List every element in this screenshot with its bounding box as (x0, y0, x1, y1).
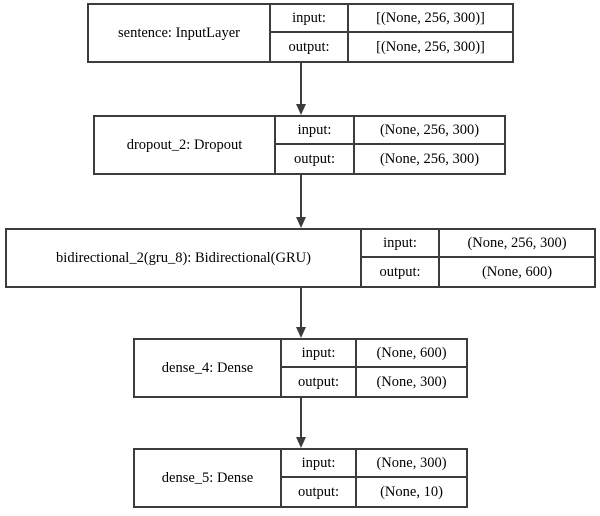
edge-arrowhead (295, 217, 306, 228)
edge-stem (300, 398, 302, 437)
node-dense-4-output-shape: (None, 300) (376, 373, 447, 390)
node-dense-4-output-row: output: (None, 300) (282, 368, 466, 396)
node-sentence-io: input: [(None, 256, 300)] output: [(None… (269, 5, 512, 61)
node-dense-5-label: dense_5: Dense (161, 469, 254, 486)
node-dense-5: dense_5: Dense input: (None, 300) output… (133, 448, 468, 508)
node-dropout-2: dropout_2: Dropout input: (None, 256, 30… (93, 115, 506, 175)
node-sentence: sentence: InputLayer input: [(None, 256,… (87, 3, 514, 63)
node-dense-5-input-row: input: (None, 300) (282, 450, 466, 478)
input-label: input: (276, 117, 355, 143)
input-label: input: (282, 450, 357, 476)
node-bidirectional-2-input-row: input: (None, 256, 300) (362, 230, 594, 258)
node-dropout-2-input-shape: (None, 256, 300) (379, 121, 480, 138)
node-bidirectional-2-label: bidirectional_2(gru_8): Bidirectional(GR… (56, 249, 311, 266)
edge-arrowhead (295, 327, 306, 338)
node-dense-5-input-shape: (None, 300) (376, 454, 447, 471)
node-sentence-output-shape: [(None, 256, 300)] (376, 38, 485, 55)
node-dense-5-io: input: (None, 300) output: (None, 10) (280, 450, 466, 506)
input-label: input: (282, 340, 357, 366)
input-label: input: (271, 5, 349, 31)
input-label: input: (362, 230, 440, 256)
edge-stem (300, 63, 302, 104)
edge-dense-4-to-dense-5 (290, 398, 312, 448)
node-dense-4-label: dense_4: Dense (161, 359, 254, 376)
edge-dropout-2-to-bidirectional-2 (290, 175, 312, 228)
node-dropout-2-output-shape: (None, 256, 300) (379, 150, 480, 167)
node-sentence-input-shape: [(None, 256, 300)] (376, 9, 485, 26)
node-dense-4-input-row: input: (None, 600) (282, 340, 466, 368)
edge-stem (300, 288, 302, 327)
output-label: output: (362, 258, 440, 286)
output-label: output: (282, 368, 357, 396)
edge-arrowhead (295, 104, 306, 115)
node-sentence-input-row: input: [(None, 256, 300)] (271, 5, 512, 33)
node-dense-4: dense_4: Dense input: (None, 600) output… (133, 338, 468, 398)
output-label: output: (276, 145, 355, 173)
node-sentence-label: sentence: InputLayer (118, 24, 240, 41)
edge-stem (300, 175, 302, 217)
node-bidirectional-2-output-shape: (None, 600) (481, 263, 553, 280)
edge-sentence-to-dropout-2 (290, 63, 312, 115)
node-dropout-2-input-row: input: (None, 256, 300) (276, 117, 504, 145)
node-bidirectional-2: bidirectional_2(gru_8): Bidirectional(GR… (5, 228, 596, 288)
node-dense-4-io: input: (None, 600) output: (None, 300) (280, 340, 466, 396)
node-dropout-2-output-row: output: (None, 256, 300) (276, 145, 504, 173)
node-sentence-output-row: output: [(None, 256, 300)] (271, 33, 512, 61)
node-dropout-2-io: input: (None, 256, 300) output: (None, 2… (274, 117, 504, 173)
node-bidirectional-2-input-shape: (None, 256, 300) (467, 234, 567, 251)
output-label: output: (282, 478, 357, 506)
node-dense-5-output-shape: (None, 10) (380, 483, 443, 500)
edge-arrowhead (295, 437, 306, 448)
node-bidirectional-2-io: input: (None, 256, 300) output: (None, 6… (360, 230, 594, 286)
node-dropout-2-label: dropout_2: Dropout (126, 136, 243, 153)
node-bidirectional-2-output-row: output: (None, 600) (362, 258, 594, 286)
node-dense-4-input-shape: (None, 600) (376, 344, 447, 361)
node-dense-5-output-row: output: (None, 10) (282, 478, 466, 506)
edge-bidirectional-2-to-dense-4 (290, 288, 312, 338)
output-label: output: (271, 33, 349, 61)
